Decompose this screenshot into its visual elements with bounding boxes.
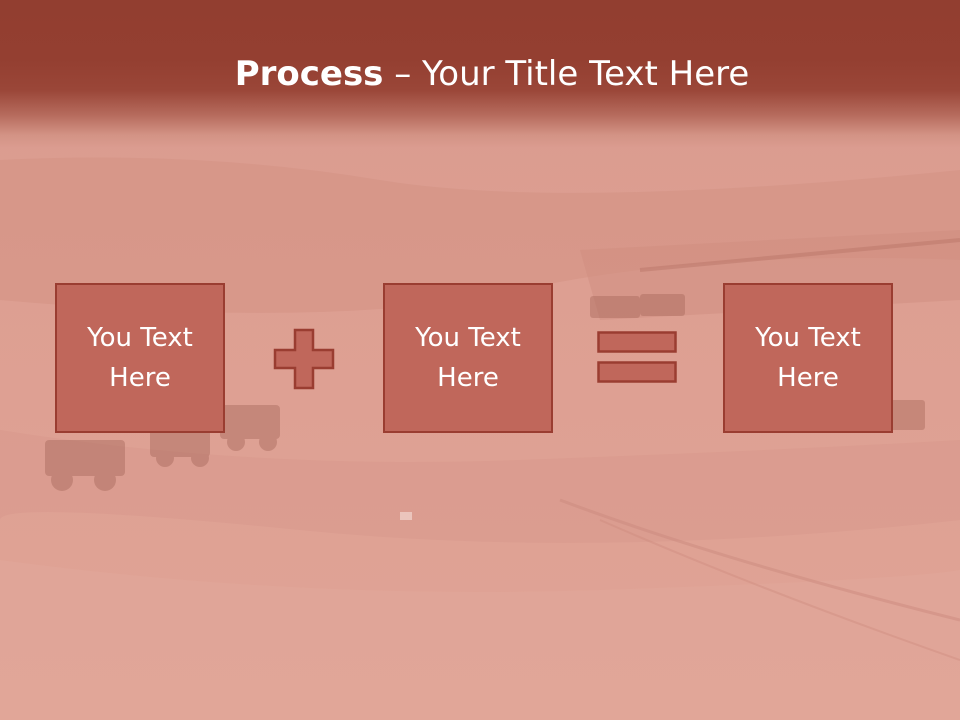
title-strong: Process (234, 54, 384, 94)
text-box-2-line-1: You Text (415, 323, 521, 353)
text-box-3[interactable]: You Text Here (723, 283, 893, 433)
text-box-3-line-1: You Text (755, 323, 861, 353)
text-box-1-line-1: You Text (87, 323, 193, 353)
equals-icon (597, 331, 677, 383)
text-box-2-content: You Text Here (415, 318, 521, 398)
text-box-1-line-2: Here (109, 363, 171, 393)
text-box-2-line-2: Here (437, 363, 499, 393)
text-box-1[interactable]: You Text Here (55, 283, 225, 433)
text-box-3-line-2: Here (777, 363, 839, 393)
text-box-2[interactable]: You Text Here (383, 283, 553, 433)
title-rest: – Your Title Text Here (383, 54, 750, 94)
text-box-1-content: You Text Here (87, 318, 193, 398)
text-box-3-content: You Text Here (755, 318, 861, 398)
title-bar (0, 0, 960, 148)
plus-icon (273, 328, 335, 390)
slide-title: Process – Your Title Text Here (0, 52, 960, 96)
